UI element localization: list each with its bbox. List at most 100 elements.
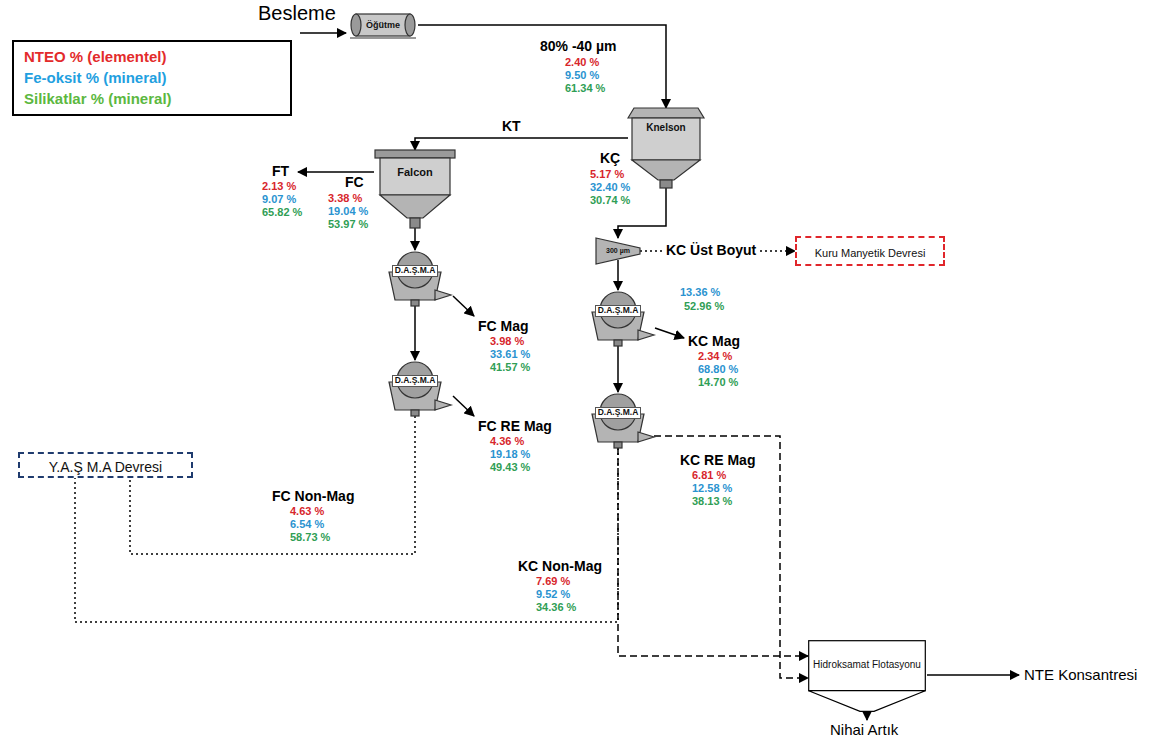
node-text-area: Y.A.Ş M.A Devresi (20, 454, 191, 480)
knelson-concentrator-outline (628, 108, 704, 188)
assay-value: 2.34 % (698, 350, 732, 363)
assay-value: 9.52 % (536, 588, 570, 601)
legend-text: NTEO % (elementel) (24, 48, 167, 65)
flow-line (414, 228, 416, 250)
flow-line (130, 416, 415, 554)
assay-value: 19.18 % (490, 448, 530, 461)
assay-value: 68.80 % (698, 363, 738, 376)
separator-label: D.A.Ş.M.A (595, 305, 642, 317)
legend-entry: Fe-oksit % (mineral) (24, 69, 280, 87)
assay-value: 38.13 % (692, 495, 732, 508)
assay-value: 53.97 % (328, 218, 368, 231)
falcon-concentrator: Falcon (375, 150, 455, 228)
node-text-area: D.A.Ş.M.A (379, 373, 451, 389)
magnetic-separator-outline (379, 360, 451, 416)
assay-value: 32.40 % (590, 181, 630, 194)
grinding-mill: Öğütme (348, 8, 418, 42)
magnetic-separator: D.A.Ş.M.A (379, 360, 451, 416)
assay-value: 4.63 % (290, 505, 324, 518)
stream-name: KC Non-Mag (518, 558, 602, 574)
assay-value: 34.36 % (536, 601, 576, 614)
stream-name: KT (500, 118, 523, 134)
magnetic-separator: D.A.Ş.M.A (582, 290, 654, 346)
legend-box: NTEO % (elementel) Fe-oksit % (mineral) Si… (12, 40, 292, 116)
assay-value: 6.81 % (692, 469, 726, 482)
stream-name: FC RE Mag (478, 418, 552, 434)
knelson-concentrator: Knelson (628, 108, 704, 188)
flotation-cell: Hidroksamat Flotasyonu (808, 640, 926, 712)
assay-value: 65.82 % (262, 206, 302, 219)
stream-name: FT (272, 163, 289, 179)
assay-value: 19.04 % (328, 205, 368, 218)
product-arrow (655, 328, 684, 338)
falcon-concentrator-outline (375, 150, 455, 228)
assay-value: 6.54 % (290, 518, 324, 531)
assay-value: 14.70 % (698, 376, 738, 389)
node-text-area: 300 µm (596, 238, 640, 264)
assay-value: 33.61 % (490, 348, 530, 361)
flow-line (654, 436, 808, 678)
stream-name: Besleme (258, 2, 336, 25)
circuit-box: Y.A.Ş M.A Devresi (18, 452, 193, 478)
node-label: Falcon (397, 166, 432, 179)
legend-entry: Silikatlar % (mineral) (24, 90, 280, 108)
tailing-arrow (298, 171, 374, 173)
stream-name: KC Üst Boyut (664, 242, 758, 258)
flow-line (617, 346, 619, 392)
separator-label: D.A.Ş.M.A (392, 375, 439, 387)
assay-value: 5.17 % (590, 168, 624, 181)
node-text-area: D.A.Ş.M.A (379, 263, 451, 279)
node-text-area: Hidroksamat Flotasyonu (808, 640, 926, 690)
circuit-box: Kuru Manyetik Devresi (795, 236, 945, 266)
tailing-arrow (866, 711, 868, 720)
flow-line (414, 306, 416, 360)
assay-value: 3.98 % (490, 335, 524, 348)
assay-value: 2.40 % (565, 56, 599, 69)
magnetic-separator-outline (582, 290, 654, 346)
screen-cyclone: 300 µm (596, 238, 640, 264)
node-label: Öğütme (366, 20, 400, 30)
node-label: 300 µm (606, 247, 630, 255)
assay-value: 9.07 % (262, 193, 296, 206)
flow-line (617, 260, 619, 290)
assay-value: 9.50 % (565, 69, 599, 82)
node-label: Y.A.Ş M.A Devresi (49, 459, 162, 475)
node-label: Knelson (646, 122, 685, 134)
stream-name: FC Non-Mag (272, 488, 354, 504)
assay-value: 12.58 % (692, 482, 732, 495)
stream-name: FC (345, 174, 364, 190)
assay-value: 2.13 % (262, 180, 296, 193)
concentrate-arrow (927, 674, 1019, 676)
stream-name: KC Mag (688, 333, 740, 349)
legend-text: Silikatlar % (mineral) (24, 90, 172, 107)
product-arrow (453, 296, 474, 316)
node-text-area: Falcon (375, 162, 455, 182)
assay-value: 3.38 % (328, 192, 362, 205)
assay-value: 4.36 % (490, 435, 524, 448)
assay-value: 7.69 % (536, 575, 570, 588)
stream-name: FC Mag (478, 318, 529, 334)
node-text-area: Öğütme (348, 14, 418, 36)
magnetic-separator: D.A.Ş.M.A (379, 250, 451, 306)
stream-name: Nihai Artık (830, 721, 898, 738)
assay-value: 58.73 % (290, 531, 330, 544)
assay-value: 52.96 % (684, 300, 724, 313)
flotation-cell-outline (808, 640, 926, 712)
legend-entry: NTEO % (elementel) (24, 48, 280, 66)
separator-label: D.A.Ş.M.A (595, 407, 642, 419)
stream-name: KC RE Mag (680, 452, 755, 468)
flow-line (418, 25, 666, 108)
stream-name: 80% -40 µm (540, 38, 617, 54)
node-text-area: D.A.Ş.M.A (582, 405, 654, 421)
assay-value: 13.36 % (680, 286, 720, 299)
magnetic-separator-outline (379, 250, 451, 306)
product-arrow (453, 396, 474, 416)
feed-arrow (300, 32, 346, 34)
node-text-area: Kuru Manyetik Devresi (797, 238, 943, 268)
stream-name: KÇ (600, 150, 620, 166)
legend-text: Fe-oksit % (mineral) (24, 69, 167, 86)
stream-name: NTE Konsantresi (1024, 666, 1137, 683)
node-text-area: Knelson (628, 119, 704, 137)
